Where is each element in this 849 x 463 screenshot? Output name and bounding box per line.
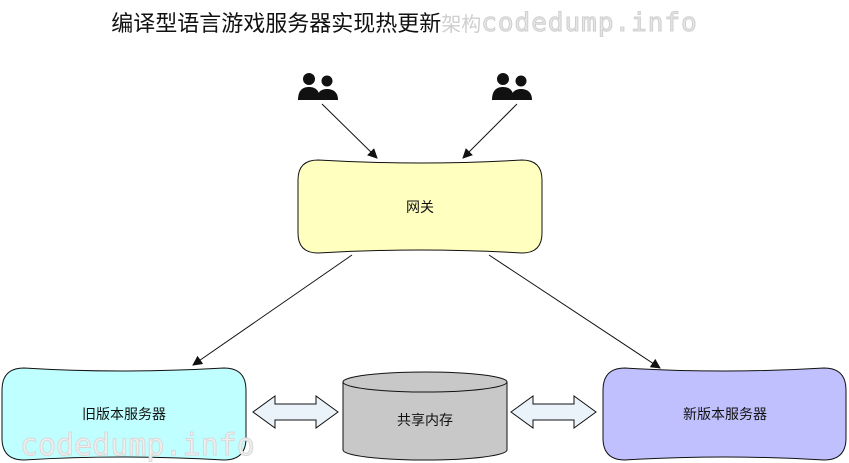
- new-server-label: 新版本服务器: [683, 407, 767, 423]
- edge-client-right-to-gateway: [462, 103, 518, 159]
- diagram-title: 编译型语言游戏服务器实现热更新架构codedump.info: [0, 6, 849, 39]
- gateway-node: [297, 159, 543, 254]
- edge-gateway-to-new-server: [488, 254, 661, 369]
- title-text: 编译型语言游戏服务器实现热更新: [111, 12, 442, 37]
- edge-gateway-to-old-server: [192, 254, 353, 366]
- old-server-label: 旧版本服务器: [82, 407, 166, 423]
- users-icon: [298, 73, 338, 100]
- old-server-node: [1, 367, 247, 461]
- watermark-bottom: codedump.info: [20, 428, 256, 463]
- gateway-label: 网关: [406, 200, 434, 216]
- users-icon: [492, 73, 532, 100]
- edge-client-left-to-gateway: [321, 103, 378, 159]
- double-arrow-old-shared: [252, 395, 339, 429]
- shared-memory-node: [342, 371, 508, 461]
- new-server-node: [602, 367, 847, 461]
- double-arrow-shared-new: [510, 395, 597, 429]
- title-suffix: 架构: [441, 12, 482, 36]
- shared-memory-label: 共享内存: [397, 412, 453, 429]
- watermark-top: codedump.info: [481, 8, 698, 39]
